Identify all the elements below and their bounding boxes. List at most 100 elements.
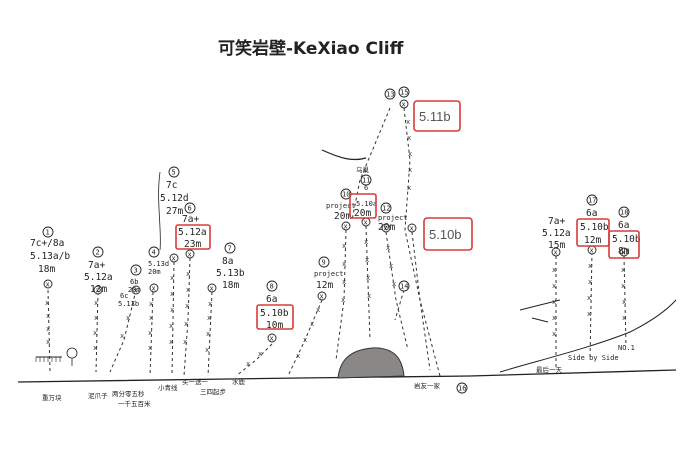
svg-text:x: x: [149, 300, 153, 308]
route-number-17: 17: [586, 194, 598, 206]
svg-text:6a: 6a: [586, 208, 597, 219]
svg-text:3: 3: [134, 267, 138, 275]
svg-text:5.11b: 5.11b: [118, 300, 139, 308]
svg-text:x: x: [310, 320, 314, 328]
svg-text:水鹿: 水鹿: [232, 377, 246, 386]
svg-text:7a+: 7a+: [548, 216, 565, 227]
crack-line: [158, 171, 161, 251]
svg-text:x: x: [408, 166, 412, 174]
svg-text:买一送一: 买一送一: [182, 377, 209, 386]
svg-text:x: x: [169, 338, 173, 346]
svg-text:5.12a: 5.12a: [542, 228, 571, 239]
svg-text:x: x: [46, 281, 50, 289]
svg-text:10m: 10m: [266, 320, 283, 331]
svg-text:x: x: [552, 298, 556, 306]
svg-text:6a: 6a: [618, 220, 629, 231]
svg-text:17: 17: [588, 197, 596, 205]
svg-text:x: x: [588, 278, 592, 286]
svg-text:20m: 20m: [354, 208, 371, 219]
svg-text:5.10b: 5.10b: [429, 227, 462, 242]
svg-text:x: x: [342, 260, 346, 268]
svg-text:x: x: [134, 287, 138, 295]
svg-text:7a+: 7a+: [182, 214, 199, 225]
svg-text:x: x: [402, 101, 406, 109]
svg-text:7c+/8a: 7c+/8a: [30, 238, 64, 249]
svg-text:8m: 8m: [618, 246, 630, 257]
svg-text:x: x: [296, 352, 300, 360]
boulder: [337, 347, 405, 379]
route-name-labels: 重万块 泥爪子 两分零五秒 一千五百米 小青线 买一送一 三四起步 水鹿 岩友一…: [42, 344, 635, 408]
callout-5-10b: 5.10b: [423, 217, 473, 251]
svg-text:x: x: [552, 314, 556, 322]
svg-text:8: 8: [270, 283, 274, 291]
svg-text:27m: 27m: [166, 206, 183, 217]
svg-text:15: 15: [400, 89, 408, 97]
svg-text:10: 10: [342, 191, 350, 199]
svg-text:一千五百米: 一千五百米: [118, 399, 151, 408]
svg-text:5.11b: 5.11b: [419, 109, 451, 124]
route-number-7: 7: [224, 242, 236, 254]
route-number-16: 16: [456, 382, 468, 394]
svg-text:Side by Side: Side by Side: [568, 354, 619, 362]
route-number-1: 1: [42, 226, 54, 238]
svg-text:x: x: [386, 244, 390, 252]
svg-text:x: x: [316, 306, 320, 314]
svg-text:x: x: [93, 344, 97, 352]
route-number-15: 15: [398, 86, 410, 98]
svg-text:x: x: [408, 150, 412, 158]
svg-text:6: 6: [188, 205, 192, 213]
svg-text:x: x: [207, 314, 211, 322]
svg-text:20m: 20m: [128, 286, 141, 294]
svg-text:5.10a: 5.10a: [356, 200, 377, 208]
svg-text:x: x: [622, 249, 626, 257]
svg-text:x: x: [552, 282, 556, 290]
svg-text:5.12a: 5.12a: [84, 272, 113, 283]
svg-text:x: x: [170, 290, 174, 298]
svg-text:x: x: [622, 298, 626, 306]
overhang-arc: [321, 149, 367, 161]
svg-text:x: x: [587, 310, 591, 318]
svg-text:x: x: [552, 266, 556, 274]
svg-text:x: x: [588, 262, 592, 270]
svg-text:x: x: [342, 278, 346, 286]
svg-text:16: 16: [458, 385, 466, 393]
svg-text:5.10b: 5.10b: [260, 308, 289, 319]
svg-text:x: x: [188, 251, 192, 259]
svg-text:x: x: [587, 294, 591, 302]
svg-text:5.13a/b: 5.13a/b: [30, 251, 70, 262]
route-number-12: 12: [380, 202, 392, 214]
tree-icon: [66, 347, 78, 366]
svg-text:x: x: [126, 314, 130, 322]
svg-text:12m: 12m: [316, 280, 333, 291]
route-number-5: 5: [168, 166, 180, 178]
svg-text:14: 14: [400, 283, 408, 291]
svg-text:7c: 7c: [166, 180, 177, 191]
svg-text:x: x: [341, 296, 345, 304]
svg-text:4: 4: [152, 249, 156, 257]
svg-text:2: 2: [96, 249, 100, 257]
svg-text:x: x: [621, 266, 625, 274]
svg-text:x: x: [170, 274, 174, 282]
svg-text:x: x: [344, 223, 348, 231]
svg-text:NO.1: NO.1: [618, 344, 635, 352]
svg-text:project: project: [326, 202, 356, 210]
route-number-2: 2: [92, 246, 104, 258]
svg-text:x: x: [185, 302, 189, 310]
svg-text:x: x: [94, 299, 98, 307]
svg-text:x: x: [170, 306, 174, 314]
route-number-14: 14: [398, 280, 410, 292]
svg-text:20m: 20m: [378, 222, 395, 233]
svg-text:6b: 6b: [130, 278, 138, 286]
svg-text:x: x: [622, 314, 626, 322]
route-lines: [47, 107, 627, 377]
callout-5-11b: 5.11b: [413, 100, 461, 132]
svg-text:x: x: [552, 330, 556, 338]
svg-text:x: x: [46, 312, 50, 320]
svg-text:x: x: [186, 286, 190, 294]
svg-text:x: x: [365, 256, 369, 264]
svg-text:x: x: [392, 280, 396, 288]
svg-text:两分零五秒: 两分零五秒: [112, 389, 145, 398]
route-number-3: 3: [130, 264, 142, 276]
svg-text:x: x: [148, 329, 152, 337]
svg-text:x: x: [205, 346, 209, 354]
